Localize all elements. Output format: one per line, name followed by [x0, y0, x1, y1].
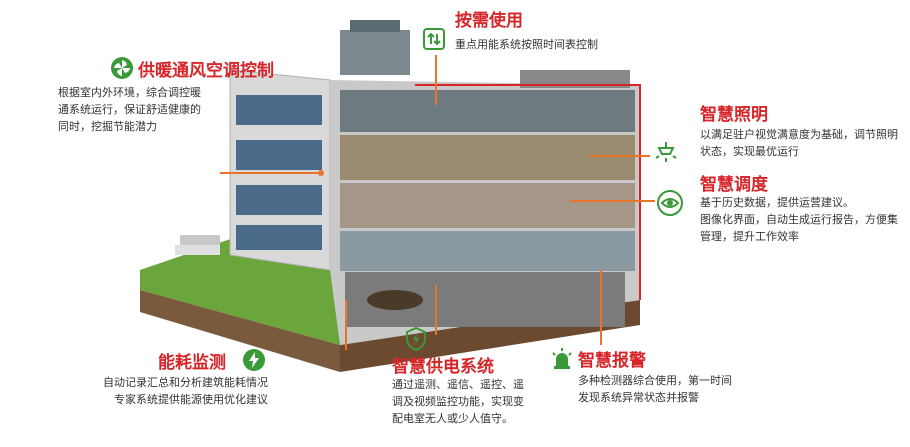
power-supply-title: 智慧供电系统 — [392, 357, 494, 377]
hvac-desc-line: 根据室内外环境，综合调控暖 — [58, 86, 201, 99]
shield-bolt-icon — [405, 326, 427, 355]
power-supply-desc: 通过遥测、遥信、遥控、遥 调及视频监控功能，实现变 配电室无人或少人值守。 — [392, 376, 552, 427]
alarm-desc-line: 发现系统异常状态并报警 — [578, 391, 699, 404]
leader-line-power — [435, 285, 437, 335]
energy-monitor-title: 能耗监测 — [158, 353, 226, 373]
dispatch-desc: 基于历史数据，提供运营建议。 图像化界面，自动生成运行报告，方便集 管理，提升工… — [700, 194, 910, 245]
dispatch-desc-line: 基于历史数据，提供运营建议。 — [700, 196, 854, 209]
hvac-desc: 根据室内外环境，综合调控暖 通系统运行，保证舒适健康的 同时，挖掘节能潜力 — [58, 84, 228, 135]
leader-dot-hvac — [318, 170, 324, 176]
lighting-title: 智慧照明 — [700, 105, 768, 125]
updown-arrows-icon — [423, 28, 445, 54]
demand-use-desc: 重点用能系统按照时间表控制 — [455, 38, 598, 51]
demand-use-title: 按需使用 — [455, 11, 523, 31]
alarm-title: 智慧报警 — [578, 351, 646, 371]
dispatch-desc-line: 图像化界面，自动生成运行报告，方便集 — [700, 213, 898, 226]
lighting-desc-line: 以满足驻户视觉满意度为基础，调节照明 — [700, 128, 898, 141]
fan-icon — [110, 56, 134, 84]
leader-line-demand — [435, 55, 437, 105]
eye-icon — [657, 190, 683, 220]
hvac-title: 供暖通风空调控制 — [138, 61, 274, 81]
leader-line-dispatch — [570, 200, 655, 202]
alarm-desc-line: 多种检测器综合使用，第一时间 — [578, 374, 732, 387]
energy-monitor-desc: 自动记录汇总和分析建筑能耗情况 专家系统提供能源使用优化建议 — [48, 374, 268, 408]
dispatch-desc-line: 管理，提升工作效率 — [700, 230, 799, 243]
hvac-desc-line: 通系统运行，保证舒适健康的 — [58, 103, 201, 116]
hvac-desc-line: 同时，挖掘节能潜力 — [58, 120, 157, 133]
leader-line-energy — [345, 300, 347, 350]
leader-line-alarm — [600, 270, 602, 345]
leader-line-hvac — [220, 172, 320, 174]
lightning-icon — [242, 348, 266, 376]
lighting-desc-line: 状态，实现最优运行 — [700, 145, 799, 158]
energy-monitor-desc-line: 自动记录汇总和分析建筑能耗情况 — [103, 376, 268, 389]
ceiling-lamp-icon — [652, 140, 680, 168]
energy-monitor-desc-line: 专家系统提供能源使用优化建议 — [114, 393, 268, 406]
lighting-desc: 以满足驻户视觉满意度为基础，调节照明 状态，实现最优运行 — [700, 126, 910, 160]
power-supply-desc-line: 调及视频监控功能，实现变 — [392, 395, 524, 408]
leader-line-lighting — [590, 155, 650, 157]
dispatch-title: 智慧调度 — [700, 175, 768, 195]
power-supply-desc-line: 配电室无人或少人值守。 — [392, 412, 513, 425]
alarm-desc: 多种检测器综合使用，第一时间 发现系统异常状态并报警 — [578, 372, 778, 406]
power-supply-desc-line: 通过遥测、遥信、遥控、遥 — [392, 378, 524, 391]
alarm-light-icon — [550, 346, 574, 374]
